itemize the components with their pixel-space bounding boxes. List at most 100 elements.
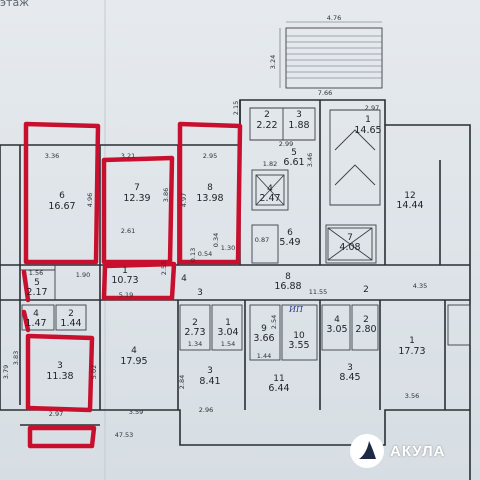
room-number: 5 xyxy=(291,148,297,158)
room-area: 11.38 xyxy=(46,371,73,382)
room-area: 2.80 xyxy=(355,324,376,335)
dim-label: 0.54 xyxy=(198,250,212,258)
room-area: 1.88 xyxy=(288,120,309,131)
dim-label: 1.90 xyxy=(76,271,90,279)
room-number: 1 xyxy=(225,318,231,328)
dim-label: 2.99 xyxy=(279,140,293,148)
dim-label: 1.54 xyxy=(221,340,235,348)
room-area: 13.98 xyxy=(196,193,223,204)
building-walls xyxy=(0,99,471,480)
room-number: 3 xyxy=(57,361,63,371)
dim-label: 3.79 xyxy=(2,365,10,379)
room-number: 11 xyxy=(273,374,284,384)
dim-label: 7.66 xyxy=(318,89,332,97)
room-area: 1.44 xyxy=(60,318,81,329)
partitions xyxy=(20,107,471,361)
corridor-marks: 2 3 4 xyxy=(181,274,369,298)
stair-flight: 4.76 3.24 xyxy=(269,14,383,89)
dim-label: 3.46 xyxy=(306,153,314,167)
room-area: 12.39 xyxy=(123,193,150,204)
dim-label: 1.56 xyxy=(29,269,43,277)
room-area: 10.73 xyxy=(111,275,138,286)
room-area: 6.44 xyxy=(268,383,289,394)
room-number: 8 xyxy=(207,183,213,193)
brand-name: АКУЛА xyxy=(390,442,446,460)
dim-label: 0.87 xyxy=(255,236,269,244)
room-area: 17.73 xyxy=(398,346,425,357)
room-area: 3.05 xyxy=(326,324,347,335)
room-area: 1.47 xyxy=(25,318,46,329)
room-area: 3.04 xyxy=(217,327,238,338)
corridor-mark: 4 xyxy=(181,274,187,284)
dim-label: 5.02 xyxy=(90,365,98,379)
room-labels: 1 14.65 2 2.22 3 1.88 4 2.47 5 6.61 6 5.… xyxy=(25,110,425,394)
dim-label: 2.96 xyxy=(199,406,213,414)
room-area: 2.22 xyxy=(256,120,277,131)
room-number: 4 xyxy=(334,315,340,325)
stair-width: 4.76 xyxy=(327,14,341,22)
shark-fin-icon xyxy=(350,434,384,468)
room-number: 2 xyxy=(192,318,198,328)
room-area: 17.95 xyxy=(120,356,147,367)
room-number: 10 xyxy=(293,331,305,341)
room-area: 2.17 xyxy=(26,287,47,298)
room-number: 8 xyxy=(285,272,291,282)
room-number: 4 xyxy=(131,346,137,356)
room-number: 2 xyxy=(264,110,270,120)
corridor-mark: 2 xyxy=(363,285,369,295)
dim-label: 3.83 xyxy=(12,351,20,365)
room-area: 5.49 xyxy=(279,237,300,248)
elevator-shaft-icon xyxy=(255,174,373,261)
room-number: 5 xyxy=(34,278,40,288)
room-number: 3 xyxy=(207,366,213,376)
dim-label: 1.44 xyxy=(257,352,271,360)
room-area: 8.41 xyxy=(199,376,220,387)
dim-label: 0.34 xyxy=(212,233,220,247)
dim-label: 2.97 xyxy=(49,410,63,418)
room-area: 8.45 xyxy=(339,372,360,383)
dim-label: 2.15 xyxy=(232,101,240,115)
dim-label: 3.56 xyxy=(405,392,419,400)
dim-label: 47.53 xyxy=(115,431,134,439)
dim-label: 2.95 xyxy=(203,152,217,160)
dim-label: 2.97 xyxy=(365,104,379,112)
room-number: 7 xyxy=(134,183,140,193)
dim-label: 2.55 xyxy=(160,261,168,275)
room-area: 16.88 xyxy=(274,281,301,292)
room-number: 6 xyxy=(59,191,65,201)
room-number: 2 xyxy=(363,315,369,325)
dim-label: 0.13 xyxy=(189,248,197,262)
room-number: 1 xyxy=(409,336,415,346)
dim-label: 4.97 xyxy=(180,193,188,207)
dim-label: 1.30 xyxy=(221,244,235,252)
room-number: 7 xyxy=(347,233,353,243)
brand-logo: АКУЛА xyxy=(350,432,472,470)
dim-label: 1.82 xyxy=(263,160,277,168)
room-number: 9 xyxy=(261,324,267,334)
room-area: 6.61 xyxy=(283,157,304,168)
room-area: 3.55 xyxy=(288,340,309,351)
dim-label: 4.35 xyxy=(413,282,427,290)
room-area: 2.73 xyxy=(184,327,205,338)
highlight-outlines xyxy=(21,121,243,449)
dim-label: 1.34 xyxy=(188,340,202,348)
dim-label: 3.86 xyxy=(162,188,170,202)
room-number: 2 xyxy=(68,309,74,319)
stair-height: 3.24 xyxy=(269,55,277,69)
room-number: 12 xyxy=(404,191,415,201)
room-area: 4.08 xyxy=(339,242,360,253)
corridor-mark: 3 xyxy=(197,288,203,298)
dim-label: 2.61 xyxy=(121,227,135,235)
dim-label: 4.96 xyxy=(86,193,94,207)
dim-label: 2.54 xyxy=(270,315,278,329)
room-area: 14.65 xyxy=(354,125,381,136)
room-area: 16.67 xyxy=(48,201,75,212)
room-area: 14.44 xyxy=(396,200,423,211)
sheet-title: этаж xyxy=(0,0,30,9)
dimension-labels: 7.66 2.97 2.99 3.36 3.21 2.95 4.96 3.86 … xyxy=(2,89,427,439)
room-area: 2.47 xyxy=(259,193,280,204)
dim-label: 5.19 xyxy=(119,291,133,299)
room-area: 3.66 xyxy=(253,333,274,344)
